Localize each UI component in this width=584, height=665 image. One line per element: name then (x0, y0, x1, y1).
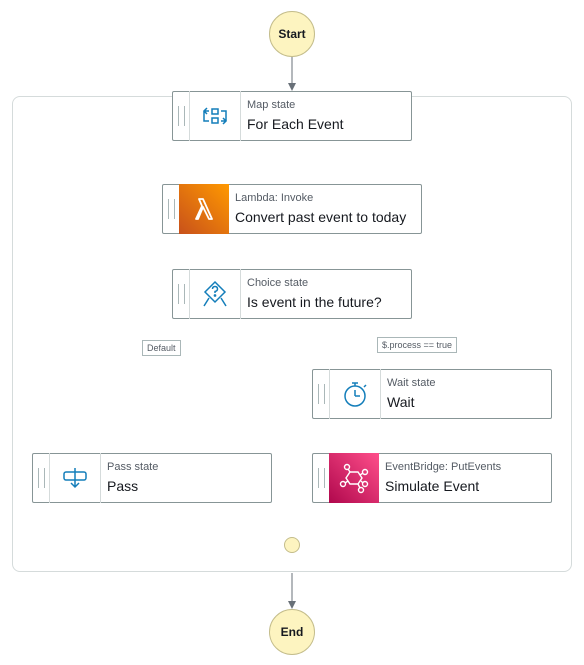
start-node[interactable]: Start (269, 11, 315, 57)
end-label: End (280, 625, 304, 639)
state-type-label: Lambda: Invoke (235, 192, 314, 204)
choice-state-node[interactable]: Choice state Is event in the future? (172, 269, 412, 319)
process-condition-edge-label: $.process == true (377, 337, 458, 353)
state-type-label: Map state (247, 99, 296, 111)
wait-state-node[interactable]: Wait state Wait (312, 369, 552, 419)
map-icon (189, 91, 241, 141)
state-type-label: Choice state (247, 277, 309, 289)
drag-handle[interactable] (173, 270, 189, 318)
state-name-label: Simulate Event (385, 478, 480, 494)
drag-handle[interactable] (313, 370, 329, 418)
choice-icon (189, 269, 241, 319)
lambda-icon (179, 184, 229, 234)
state-name-label: Is event in the future? (247, 294, 382, 310)
eventbridge-putevents-state-node[interactable]: EventBridge: PutEvents Simulate Event (312, 453, 552, 503)
map-state-node[interactable]: Map state For Each Event (172, 91, 412, 141)
eventbridge-icon (329, 453, 379, 503)
end-node[interactable]: End (269, 609, 315, 655)
drag-handle[interactable] (173, 92, 189, 140)
stopwatch-icon (329, 369, 381, 419)
state-type-label: Wait state (387, 377, 436, 389)
drag-handle[interactable] (33, 454, 49, 502)
start-label: Start (278, 27, 306, 41)
state-type-label: Pass state (107, 461, 159, 473)
default-edge-label: Default (142, 340, 181, 356)
drag-handle[interactable] (163, 185, 179, 233)
state-name-label: Pass (107, 478, 139, 494)
drag-handle[interactable] (313, 454, 329, 502)
lambda-invoke-state-node[interactable]: Lambda: Invoke Convert past event to tod… (162, 184, 422, 234)
state-name-label: Wait (387, 394, 415, 410)
state-name-label: Convert past event to today (235, 209, 407, 225)
state-type-label: EventBridge: PutEvents (385, 461, 502, 473)
pass-icon (49, 453, 101, 503)
state-name-label: For Each Event (247, 116, 344, 132)
merge-node (284, 537, 300, 553)
pass-state-node[interactable]: Pass state Pass (32, 453, 272, 503)
